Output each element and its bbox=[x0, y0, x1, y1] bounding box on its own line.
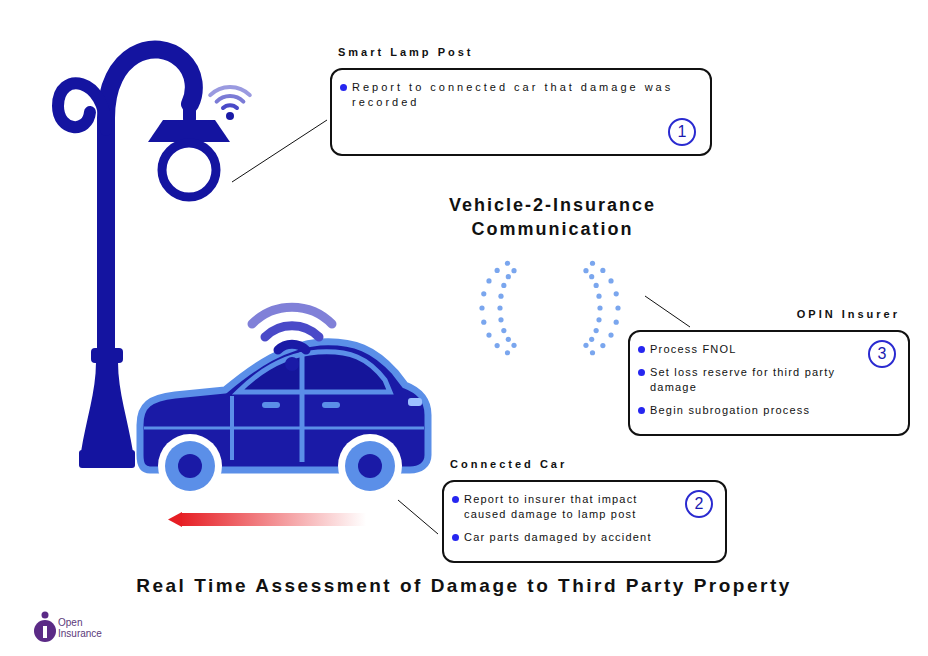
bracket-dot bbox=[589, 274, 594, 279]
car-wifi-icon bbox=[252, 307, 332, 371]
bracket-dot bbox=[583, 268, 588, 273]
bracket-dot bbox=[614, 291, 619, 296]
lamp-wifi-icon bbox=[210, 87, 250, 120]
section-heading: Vehicle-2-Insurance Communication bbox=[420, 193, 685, 241]
bullet-item: Begin subrogation process bbox=[638, 403, 898, 418]
bracket-dot bbox=[501, 283, 506, 288]
bracket-dot bbox=[596, 317, 601, 322]
bracket-dot bbox=[615, 305, 620, 310]
box-heading: Smart Lamp Post bbox=[338, 46, 473, 58]
bracket-dot bbox=[600, 343, 605, 348]
logo-text: Open Insurance bbox=[58, 617, 110, 639]
diagram-title: Real Time Assessment of Damage to Third … bbox=[0, 575, 928, 597]
bracket-dot bbox=[594, 283, 599, 288]
bracket-dot bbox=[590, 261, 595, 266]
bullet-item: Set loss reserve for third party damage bbox=[638, 365, 898, 395]
bracket-dot bbox=[505, 350, 510, 355]
bracket-dot bbox=[511, 343, 516, 348]
bracket-dot bbox=[596, 294, 601, 299]
bracket-dot bbox=[590, 350, 595, 355]
bracket-dot bbox=[608, 278, 613, 283]
bracket-dot bbox=[479, 305, 484, 310]
bracket-dot bbox=[506, 337, 511, 342]
bracket-dot bbox=[498, 317, 503, 322]
bracket-dot bbox=[481, 320, 486, 325]
bracket-dot bbox=[511, 268, 516, 273]
box-heading: OPIN Insurer bbox=[797, 308, 900, 320]
callout-number: 3 bbox=[868, 340, 896, 368]
bullet-item: Process FNOL bbox=[638, 342, 898, 357]
logo-mark bbox=[34, 612, 56, 643]
box-heading: Connected Car bbox=[450, 458, 567, 470]
bracket-dot bbox=[506, 274, 511, 279]
leader-lines bbox=[232, 120, 690, 534]
bracket-dot bbox=[608, 333, 613, 338]
callout-box: Connected Car2Report to insurer that imp… bbox=[442, 480, 727, 563]
bracket-dot bbox=[495, 268, 500, 273]
bracket-dot bbox=[481, 291, 486, 296]
bracket-dot bbox=[501, 328, 506, 333]
bracket-dot bbox=[594, 328, 599, 333]
callout-number: 2 bbox=[685, 490, 713, 518]
bracket-dot bbox=[486, 278, 491, 283]
bracket-dot bbox=[498, 294, 503, 299]
motion-trail bbox=[168, 512, 366, 527]
bullet-item: Report to insurer that impact caused dam… bbox=[452, 492, 715, 522]
bracket-dot bbox=[505, 261, 510, 266]
callout-number: 1 bbox=[668, 118, 696, 146]
callout-box: Smart Lamp PostReport to connected car t… bbox=[330, 68, 712, 156]
bullet-item: Car parts damaged by accident bbox=[452, 530, 715, 545]
bracket-dot bbox=[486, 333, 491, 338]
bracket-dot bbox=[583, 343, 588, 348]
bullet-item: Report to connected car that damage was … bbox=[340, 80, 700, 110]
bracket-dot bbox=[589, 337, 594, 342]
callout-box: OPIN Insurer3Process FNOLSet loss reserv… bbox=[628, 330, 910, 436]
bracket-dot bbox=[614, 320, 619, 325]
bracket-dot bbox=[597, 305, 602, 310]
bracket-dot bbox=[497, 305, 502, 310]
bracket-dot bbox=[600, 268, 605, 273]
connected-car bbox=[140, 342, 428, 498]
dotted-brackets bbox=[479, 261, 620, 356]
bracket-dot bbox=[495, 343, 500, 348]
